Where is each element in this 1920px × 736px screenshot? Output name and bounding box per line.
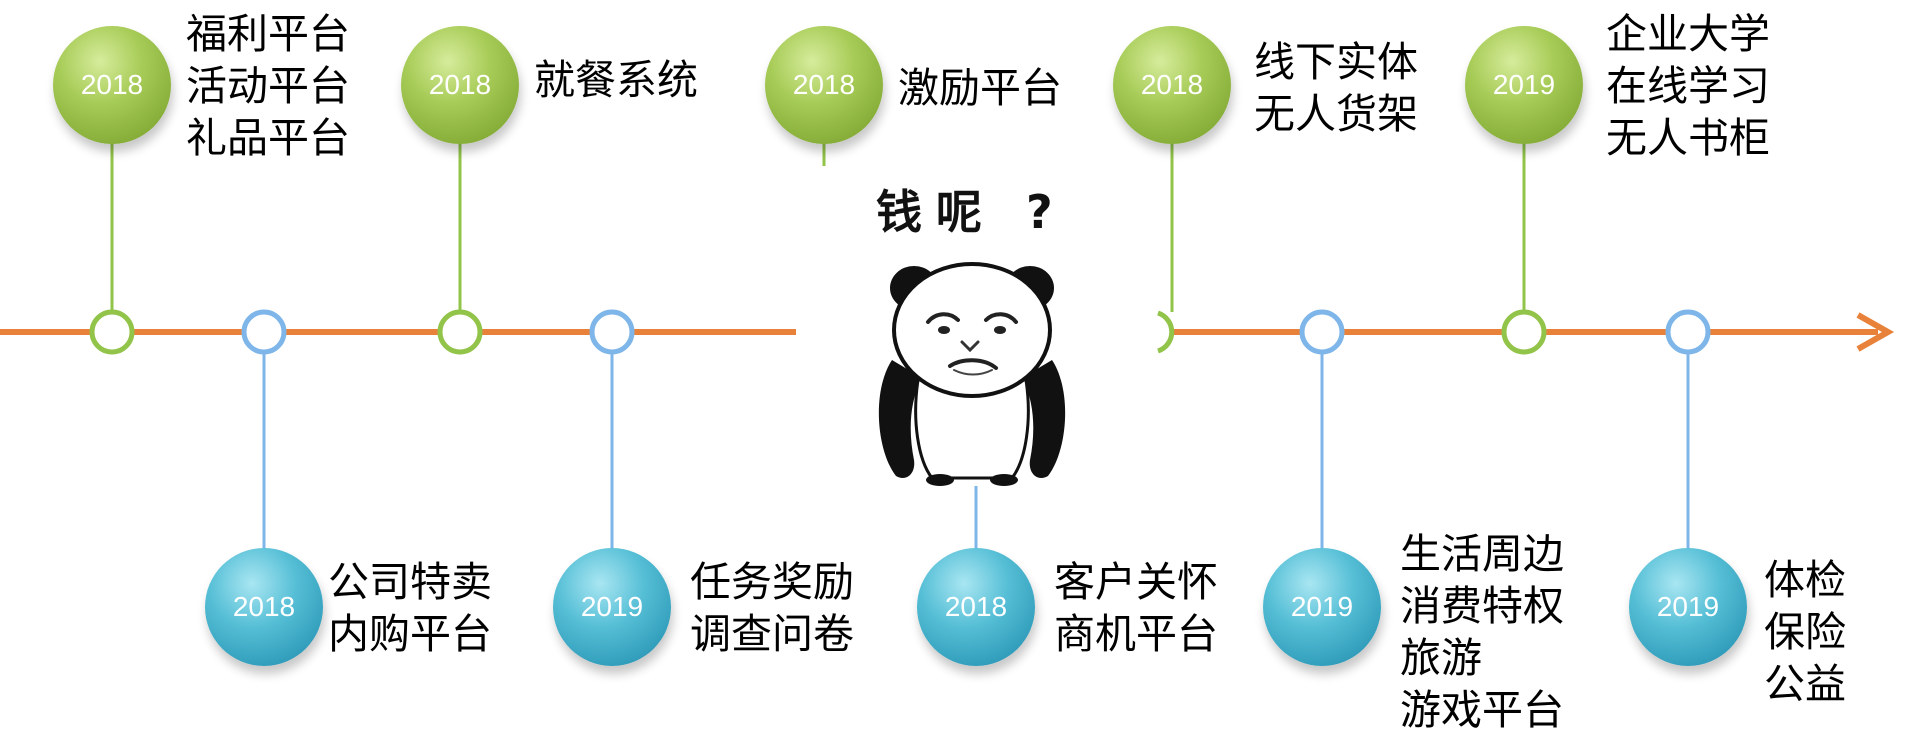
year-badge-top-1: 2018 [53, 26, 171, 144]
label-line: 保险 [1764, 608, 1846, 656]
label-line: 企业大学 [1606, 10, 1770, 58]
item-label-bottom-2: 任务奖励 调查问卷 [690, 556, 854, 660]
timeline-arrowhead [1856, 312, 1895, 352]
label-line: 调查问卷 [690, 610, 854, 658]
year-badge-top-3: 2018 [765, 26, 883, 144]
label-line: 体检 [1764, 556, 1846, 604]
label-line: 就餐系统 [534, 56, 698, 104]
year-badge-top-4: 2018 [1113, 26, 1231, 144]
year-badge-top-5: 2019 [1465, 26, 1583, 144]
panda-meme-icon [878, 262, 1066, 486]
label-line: 无人货架 [1254, 90, 1418, 138]
label-line: 无人书柜 [1606, 114, 1770, 162]
item-label-top-1: 福利平台 活动平台 礼品平台 [186, 8, 350, 164]
item-label-top-2: 就餐系统 [534, 54, 698, 106]
label-line: 礼品平台 [186, 114, 350, 162]
item-label-top-5: 企业大学 在线学习 无人书柜 [1606, 8, 1770, 164]
label-line: 客户关怀 [1054, 558, 1218, 606]
year-badge-bottom-1: 2018 [205, 548, 323, 666]
label-line: 福利平台 [186, 10, 350, 58]
item-label-bottom-4: 生活周边 消费特权 旅游 游戏平台 [1400, 528, 1564, 736]
label-line: 在线学习 [1606, 62, 1770, 110]
label-line: 任务奖励 [690, 558, 854, 606]
year-badge-bottom-3: 2018 [917, 548, 1035, 666]
axis-marker-green-3 [1501, 309, 1547, 355]
year-badge-bottom-4: 2019 [1263, 548, 1381, 666]
axis-marker-blue-2 [589, 309, 635, 355]
axis-marker-blue-1 [241, 309, 287, 355]
item-label-top-4: 线下实体 无人货架 [1254, 36, 1418, 140]
item-label-bottom-5: 体检 保险 公益 [1764, 554, 1846, 710]
label-line: 商机平台 [1054, 610, 1218, 658]
item-label-bottom-1: 公司特卖 内购平台 [328, 556, 492, 660]
year-badge-top-2: 2018 [401, 26, 519, 144]
year-badge-bottom-2: 2019 [553, 548, 671, 666]
label-line: 旅游 [1400, 634, 1482, 682]
label-line: 公益 [1764, 660, 1846, 708]
label-line: 线下实体 [1254, 38, 1418, 86]
item-label-bottom-3: 客户关怀 商机平台 [1054, 556, 1218, 660]
label-line: 活动平台 [186, 62, 350, 110]
meme-caption: 钱呢 ? [876, 185, 1067, 239]
year-badge-bottom-5: 2019 [1629, 548, 1747, 666]
label-line: 公司特卖 [328, 558, 492, 606]
label-line: 消费特权 [1400, 582, 1564, 630]
label-line: 激励平台 [898, 64, 1062, 112]
label-line: 游戏平台 [1400, 686, 1564, 734]
axis-marker-green-1 [89, 309, 135, 355]
axis-marker-green-partial [1157, 310, 1175, 354]
item-label-top-3: 激励平台 [898, 62, 1062, 114]
axis-marker-blue-3 [1299, 309, 1345, 355]
axis-marker-blue-4 [1665, 309, 1711, 355]
axis-marker-green-2 [437, 309, 483, 355]
label-line: 内购平台 [328, 610, 492, 658]
label-line: 生活周边 [1400, 530, 1564, 578]
